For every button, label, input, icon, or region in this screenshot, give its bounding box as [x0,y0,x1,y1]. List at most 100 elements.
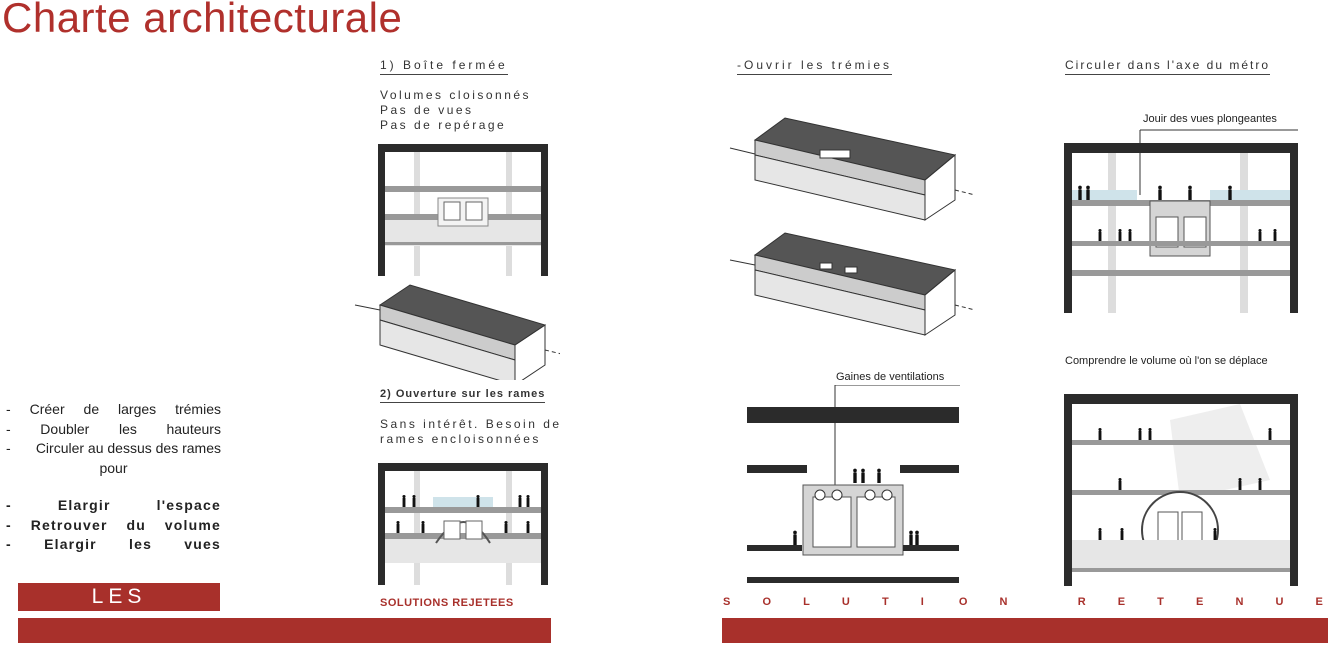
person-silhouette [396,520,400,533]
person-silhouette [402,494,406,507]
bullet-word: Elargir [57,497,111,513]
views-label: Jouir des vues plongeantes [1143,113,1277,125]
bullet-row: - Elargir les vues [6,535,221,555]
axis-section [1064,129,1298,313]
bullet-word: - [6,516,12,533]
volume-section [1064,394,1298,586]
col2-title: Circuler dans l'axe du métro [1065,58,1271,75]
person-silhouette [1213,527,1217,540]
person-silhouette [1258,228,1262,241]
person-silhouette [1158,185,1162,200]
col1-title: -Ouvrir les trémies [737,58,893,75]
person-silhouette [476,494,480,507]
option2-notes: Sans intérêt. Besoin de rames encloisonn… [380,417,562,446]
person-silhouette [1128,228,1132,241]
caption-letter: U [841,596,850,608]
person-silhouette [1098,527,1102,540]
caption-letter: R [1077,596,1086,608]
bullet-word: trémies [175,401,221,417]
red-bar-left [18,618,551,643]
closed-box-section [378,144,548,276]
person-silhouette [1188,185,1192,200]
person-silhouette [1086,185,1090,200]
person-silhouette [915,530,919,545]
bullet-word: larges [118,401,157,417]
bullet-row: - Doubler les hauteurs [6,420,221,440]
caption-letter: O [958,596,968,608]
person-silhouette [853,468,857,483]
bullet-word: - [6,497,12,513]
tremie-axo-1 [729,117,976,221]
person-silhouette [1258,477,1262,490]
person-silhouette [877,468,881,483]
person-silhouette [504,520,508,533]
tremie-axo-diagrams [729,117,976,336]
bullet-word: du [126,516,146,533]
person-silhouette [1078,185,1082,200]
bullet-word: Créer [29,401,65,417]
caption-letter: E [1196,596,1204,608]
caption-letter: T [881,596,889,608]
bullet-word: - [6,536,12,552]
person-silhouette [1120,527,1124,540]
person-silhouette [793,530,797,545]
tremie-axo-2 [729,232,976,336]
bullet-row: - Elargir l'espace [6,496,221,516]
bullet-word: hauteurs [166,420,221,437]
person-silhouette [1273,228,1277,241]
bullet-word: Circuler au dessus des rames [35,440,221,456]
person-silhouette [909,530,913,545]
option1-title: 1) Boîte fermée [380,58,508,75]
person-silhouette [1118,477,1122,490]
bullet-word: Retrouver [30,516,108,533]
person-silhouette [1148,427,1152,440]
volume-label: Comprendre le volume où l'on se déplace [1065,355,1268,367]
bullet-row: pour [6,459,221,479]
bullet-word: l'espace [156,497,221,513]
bullet-row: -Circuler au dessus des rames [6,439,221,459]
caption-letter: T [1157,596,1164,608]
caption-letter: U [1275,596,1284,608]
bullet-row: - Créer de larges trémies [6,400,221,420]
person-silhouette [526,520,530,533]
ventilation-section [747,385,960,583]
bullet-word: Doubler [40,420,90,437]
bullet-list: - Créer de larges trémies - Doubler les hauteurs… [6,400,221,555]
caption-letter: L [803,596,810,608]
caption-letter [1040,596,1046,608]
red-bar-right [722,618,1328,643]
option1-notes: Volumes cloisonnés Pas de vues Pas de re… [380,88,532,132]
caption-letter: E [1117,596,1126,608]
person-silhouette [1238,477,1242,490]
rejected-caption: SOLUTIONS REJETEES [380,597,514,609]
caption-letter: O [762,596,771,608]
bullet-word: vues [184,536,221,552]
caption-letter: E [1315,596,1323,608]
bullet-word: de [83,401,100,417]
person-silhouette [412,494,416,507]
closed-box-diagrams [354,144,560,380]
caption-letter: S [723,596,731,608]
bullet-word: pour [99,459,128,476]
person-silhouette [1268,427,1272,440]
caption-letter: I [920,596,924,608]
closed-box-axo [354,284,560,380]
section-badge: LES VOLUMES [18,583,220,636]
caption-letter: N [999,596,1008,608]
person-silhouette [1098,427,1102,440]
bullet-word: Elargir [44,536,97,552]
option2-title: 2) Ouverture sur les rames [380,388,546,403]
bullet-word: les [129,536,153,552]
ventilation-label: Gaines de ventilations [836,371,945,383]
bullet-word: les [118,420,137,437]
open-rames-section [378,463,548,585]
person-silhouette [1098,228,1102,241]
bullet-word: - [6,401,11,417]
caption-letter: N [1235,596,1244,608]
bullet-word: - [6,420,11,437]
person-silhouette [861,468,865,483]
person-silhouette [1118,228,1122,241]
person-silhouette [1138,427,1142,440]
